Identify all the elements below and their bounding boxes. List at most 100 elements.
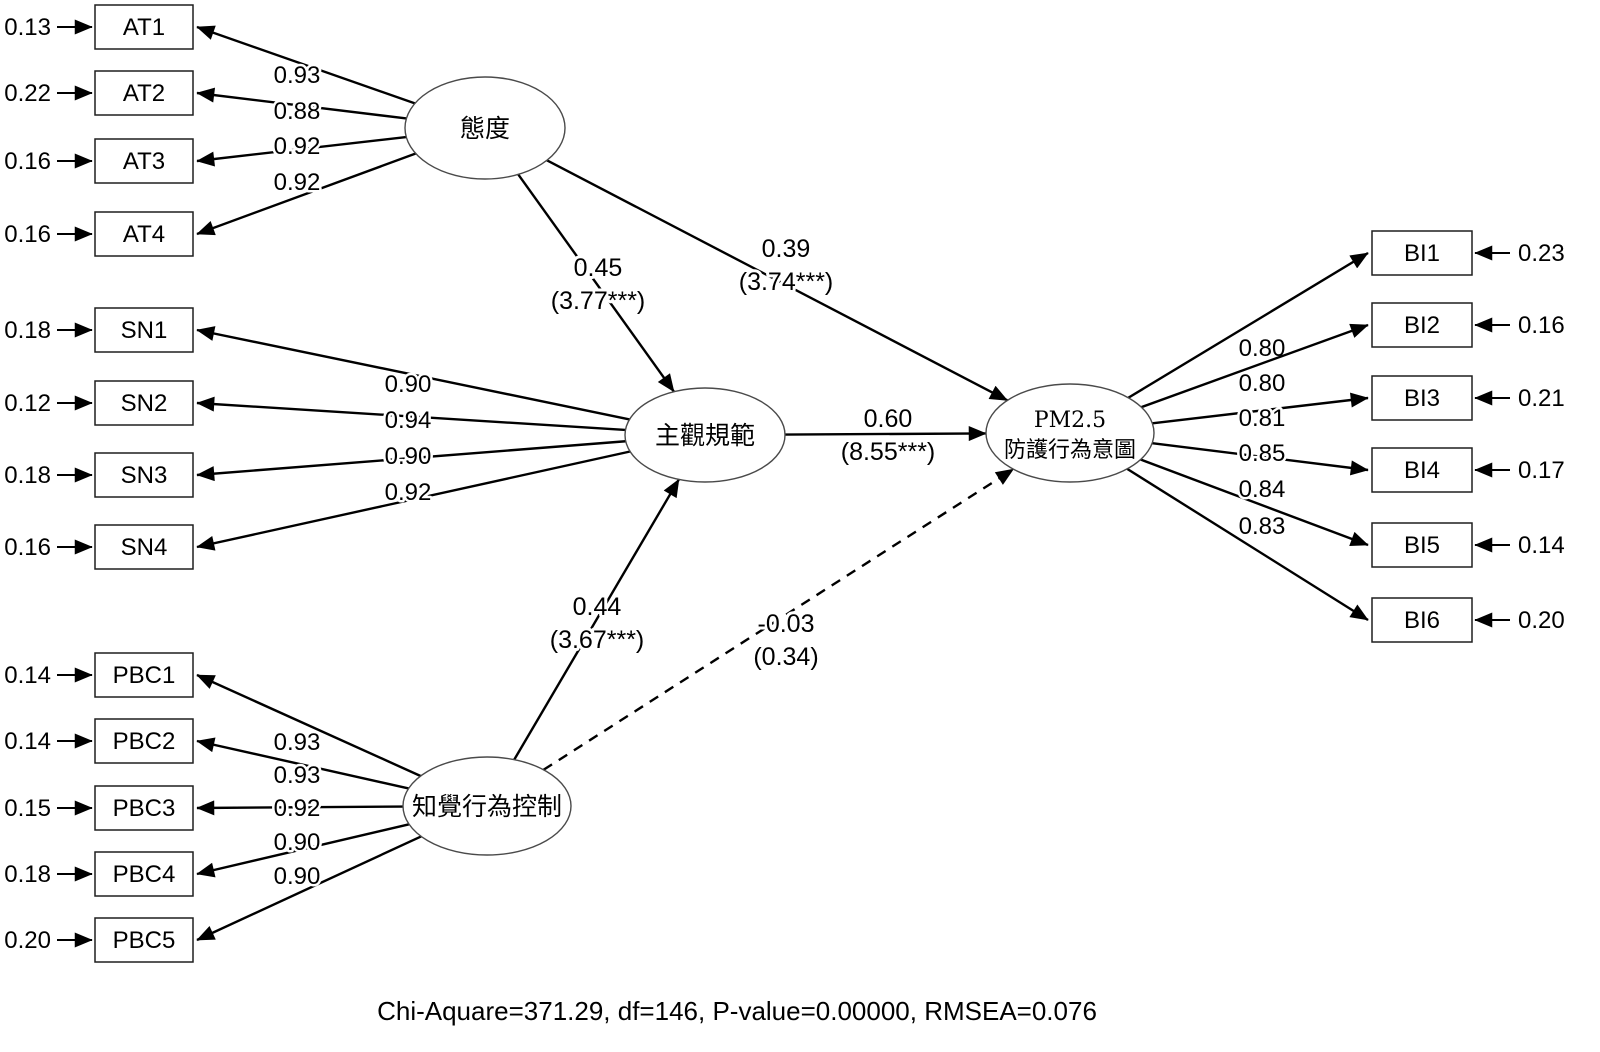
error-value-PBC3: 0.15 — [4, 795, 51, 822]
indicator-label-SN4: SN4 — [121, 534, 168, 561]
loading-value-BI5: 0.84 — [1239, 476, 1286, 503]
indicator-box-PBC2 — [94, 718, 194, 764]
loading-path-BI4 — [1152, 442, 1369, 476]
path-coefficient-attitude-to-subjective-norm: 0.45 — [574, 254, 623, 282]
loading-value-AT4: 0.92 — [274, 169, 321, 196]
loading-value-AT2: 0.88 — [274, 98, 321, 125]
latent-ellipse-attitude — [404, 76, 566, 180]
loading-value-BI4: 0.85 — [1239, 440, 1286, 467]
latent-label-pm25-protective-intention-line2: 防護行為意圖 — [1004, 438, 1136, 463]
path-coefficient-perceived-behavioral-control-to-subjective-norm: 0.44 — [573, 593, 622, 621]
loading-value-SN1: 0.90 — [385, 371, 432, 398]
indicator-box-AT1 — [94, 4, 194, 50]
latent-label-attitude: 態度 — [460, 114, 510, 143]
structural-path-perceived-behavioral-control-to-pm25-protective-intention — [542, 468, 1015, 771]
loading-value-SN3: 0.90 — [385, 443, 432, 470]
indicator-box-PBC3 — [94, 785, 194, 831]
indicator-label-BI6: BI6 — [1404, 607, 1440, 634]
indicator-label-BI3: BI3 — [1404, 385, 1440, 412]
loading-value-PBC2: 0.93 — [274, 762, 321, 789]
indicator-box-BI2 — [1371, 302, 1473, 348]
path-statistic-perceived-behavioral-control-to-pm25-protective-intention: (0.34) — [753, 643, 818, 671]
loading-path-SN4 — [196, 450, 631, 551]
error-value-PBC4: 0.18 — [4, 861, 51, 888]
indicator-box-SN4 — [94, 524, 194, 570]
indicator-box-BI3 — [1371, 375, 1473, 421]
loading-path-SN1 — [196, 326, 630, 421]
loading-path-PBC3 — [196, 800, 404, 816]
error-value-SN1: 0.18 — [4, 317, 51, 344]
loading-path-AT3 — [196, 135, 407, 167]
error-value-BI1: 0.23 — [1518, 240, 1565, 267]
error-value-PBC2: 0.14 — [4, 728, 51, 755]
indicator-label-BI5: BI5 — [1404, 532, 1440, 559]
fit-statistics-text: Chi-Aquare=371.29, df=146, P-value=0.000… — [377, 996, 1097, 1026]
indicator-box-SN1 — [94, 307, 194, 353]
error-value-PBC1: 0.14 — [4, 662, 51, 689]
error-value-AT1: 0.13 — [4, 14, 51, 41]
error-value-BI3: 0.21 — [1518, 385, 1565, 412]
loading-value-SN2: 0.94 — [385, 407, 432, 434]
path-coefficient-attitude-to-pm25-protective-intention: 0.39 — [762, 235, 811, 263]
error-value-BI2: 0.16 — [1518, 312, 1565, 339]
error-value-SN3: 0.18 — [4, 462, 51, 489]
loading-path-BI2 — [1140, 323, 1369, 409]
loading-value-SN4: 0.92 — [385, 479, 432, 506]
loading-path-AT2 — [196, 87, 407, 120]
indicator-label-BI2: BI2 — [1404, 312, 1440, 339]
indicator-box-AT3 — [94, 138, 194, 184]
indicator-label-AT4: AT4 — [123, 221, 165, 248]
indicator-box-BI6 — [1371, 597, 1473, 643]
loading-path-BI3 — [1152, 392, 1369, 425]
error-value-SN2: 0.12 — [4, 390, 51, 417]
structural-path-perceived-behavioral-control-to-subjective-norm — [513, 478, 680, 761]
indicator-label-PBC4: PBC4 — [113, 861, 176, 888]
latent-ellipse-subjective-norm — [624, 387, 786, 483]
indicator-label-SN1: SN1 — [121, 317, 168, 344]
path-statistic-perceived-behavioral-control-to-subjective-norm: (3.67***) — [550, 626, 645, 654]
loading-path-BI1 — [1127, 251, 1369, 399]
indicator-box-SN2 — [94, 380, 194, 426]
indicator-label-AT3: AT3 — [123, 148, 165, 175]
indicator-label-PBC3: PBC3 — [113, 795, 176, 822]
indicator-label-SN3: SN3 — [121, 462, 168, 489]
indicator-label-SN2: SN2 — [121, 390, 168, 417]
loading-path-PBC1 — [196, 673, 422, 778]
path-statistic-subjective-norm-to-pm25-protective-intention: (8.55***) — [841, 438, 936, 466]
indicator-label-BI1: BI1 — [1404, 240, 1440, 267]
latent-ellipse-perceived-behavioral-control — [402, 756, 572, 856]
indicator-box-BI5 — [1371, 522, 1473, 568]
path-statistic-attitude-to-subjective-norm: (3.77***) — [551, 287, 646, 315]
indicator-label-AT1: AT1 — [123, 14, 165, 41]
latent-label-pm25-protective-intention-line1: PM2.5 — [1034, 408, 1106, 433]
latent-label-perceived-behavioral-control: 知覺行為控制 — [412, 792, 562, 821]
loading-path-PBC4 — [196, 823, 410, 878]
error-value-AT3: 0.16 — [4, 148, 51, 175]
error-value-BI4: 0.17 — [1518, 457, 1565, 484]
indicator-box-PBC5 — [94, 917, 194, 963]
indicator-box-AT4 — [94, 211, 194, 257]
indicator-box-BI1 — [1371, 230, 1473, 276]
indicator-box-PBC1 — [94, 652, 194, 698]
path-coefficient-subjective-norm-to-pm25-protective-intention: 0.60 — [864, 405, 913, 433]
path-coefficient-perceived-behavioral-control-to-pm25-protective-intention: -0.03 — [758, 610, 815, 638]
loading-path-BI6 — [1126, 467, 1369, 622]
indicator-box-SN3 — [94, 452, 194, 498]
structural-path-attitude-to-pm25-protective-intention — [546, 159, 1009, 402]
loading-value-BI3: 0.81 — [1239, 405, 1286, 432]
latent-ellipse-pm25-protective-intention — [985, 383, 1155, 483]
indicator-label-PBC5: PBC5 — [113, 927, 176, 954]
loading-value-PBC5: 0.90 — [274, 863, 321, 890]
loading-path-PBC2 — [196, 737, 409, 790]
indicator-box-BI4 — [1371, 447, 1473, 493]
error-value-AT2: 0.22 — [4, 80, 51, 107]
loading-path-SN2 — [196, 396, 626, 432]
indicator-label-BI4: BI4 — [1404, 457, 1440, 484]
path-statistic-attitude-to-pm25-protective-intention: (3.74***) — [739, 268, 834, 296]
indicator-box-AT2 — [94, 70, 194, 116]
indicator-label-PBC2: PBC2 — [113, 728, 176, 755]
error-value-BI6: 0.20 — [1518, 607, 1565, 634]
structural-path-subjective-norm-to-pm25-protective-intention — [784, 426, 987, 442]
loading-path-AT1 — [196, 25, 416, 105]
